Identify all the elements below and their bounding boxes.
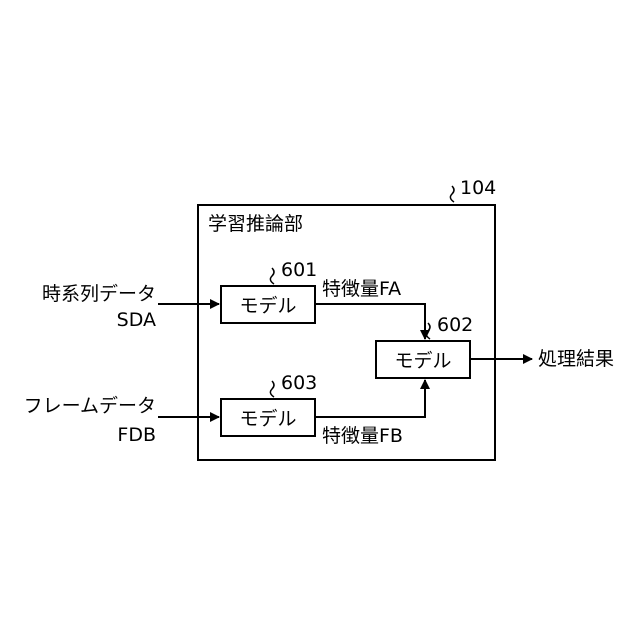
- ref-603-leader: [270, 381, 274, 397]
- ref-104-leader: [450, 186, 454, 202]
- input-time-series-code: SDA: [117, 309, 156, 331]
- input-frame-name: フレームデータ: [24, 395, 156, 417]
- arrow-fb-to-602: [316, 380, 425, 417]
- feature-fb-label: 特徴量FB: [322, 425, 403, 447]
- ref-601-leader: [270, 268, 274, 284]
- ref-603-label: 603: [281, 372, 317, 394]
- feature-fa-label: 特徴量FA: [322, 278, 401, 300]
- arrow-fa-to-602: [316, 304, 425, 339]
- ref-602-leader: [426, 323, 430, 339]
- unit-title: 学習推論部: [208, 213, 303, 235]
- input-time-series-name: 時系列データ: [42, 283, 156, 305]
- output-label: 処理結果: [538, 348, 614, 370]
- ref-602-label: 602: [437, 314, 473, 336]
- input-frame-code: FDB: [117, 424, 156, 446]
- ref-104-label: 104: [460, 177, 496, 199]
- ref-601-label: 601: [281, 259, 317, 281]
